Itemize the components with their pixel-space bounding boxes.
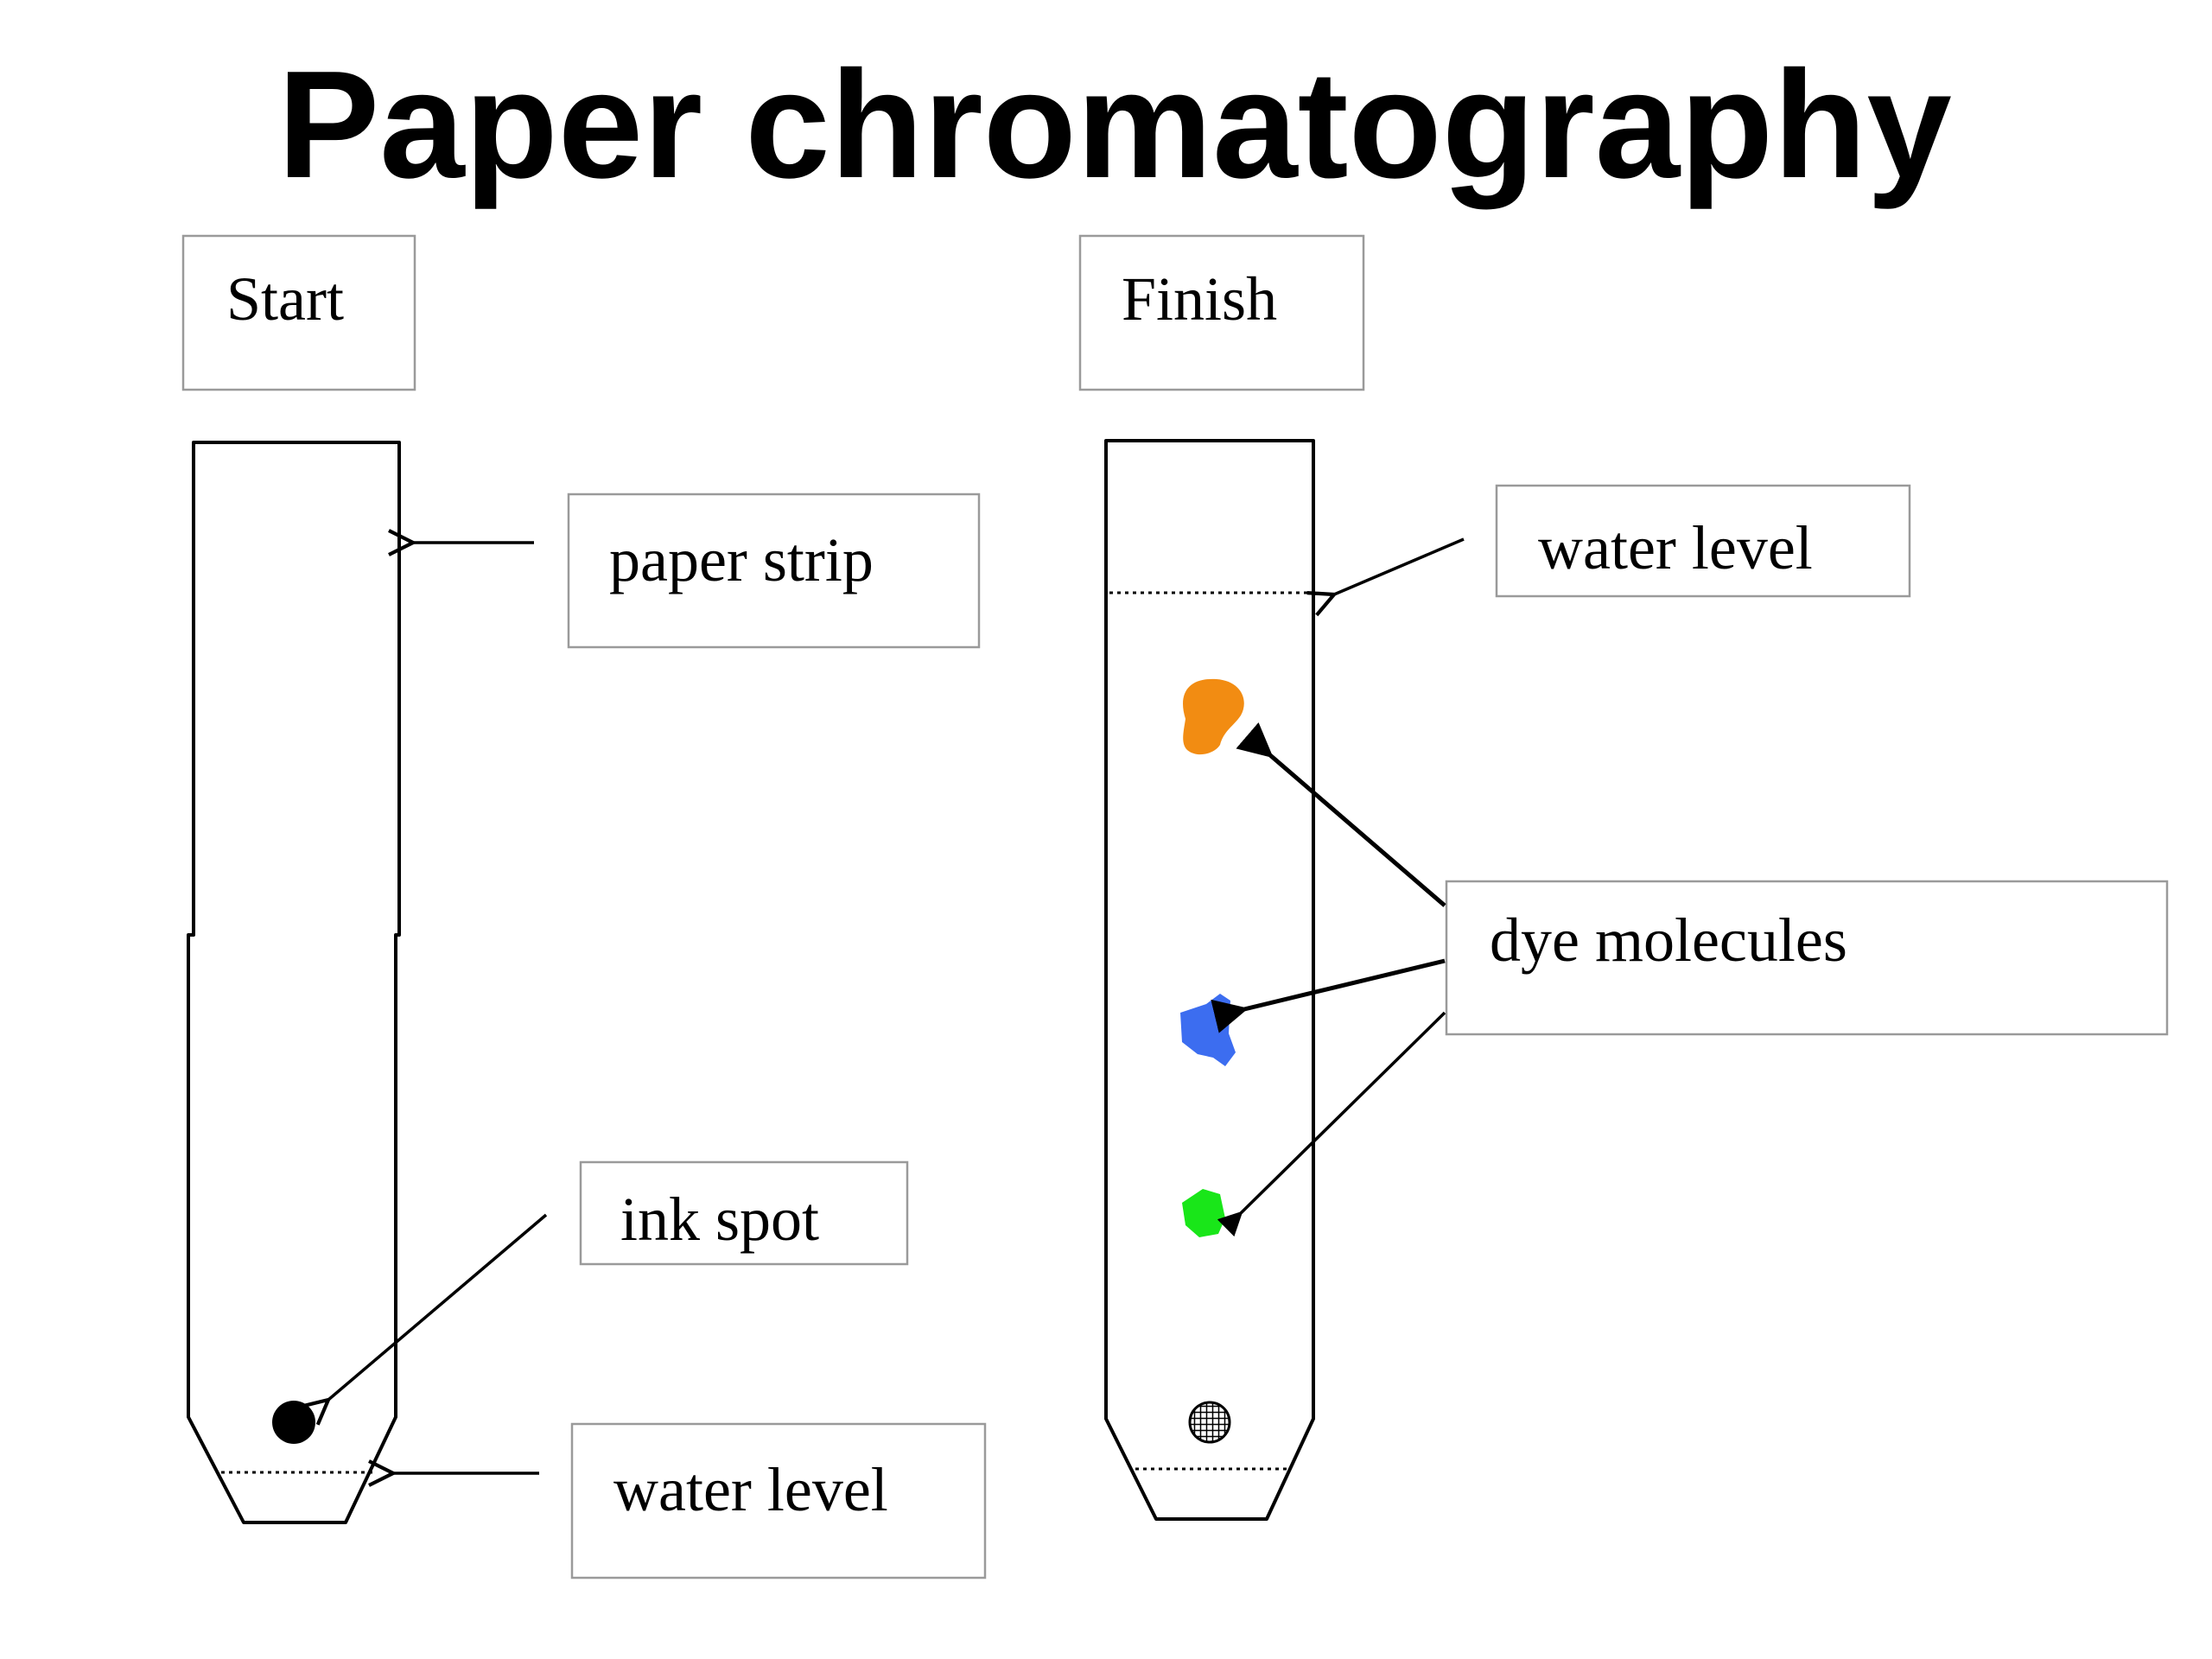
dye-arrow-blue <box>1211 958 1446 1033</box>
water-level-finish-arrow <box>1334 537 1465 594</box>
water-level-finish-label: water level <box>1538 513 1813 582</box>
orange-dye-spot <box>1183 678 1244 755</box>
dye-molecules-label: dye molecules <box>1490 906 1847 975</box>
water-level-start-label: water level <box>613 1455 888 1524</box>
finish-label: Finish <box>1122 264 1277 334</box>
paper-strip-label: paper strip <box>609 525 874 594</box>
ink-spot-dot <box>272 1401 315 1444</box>
ink-spot-label: ink spot <box>620 1185 819 1254</box>
green-dye-spot <box>1182 1189 1225 1237</box>
faded-spot <box>1188 1401 1231 1444</box>
start-header: Start <box>181 234 416 391</box>
page-title: Paper chromatography <box>277 39 1952 210</box>
paper-strip-callout: paper strip <box>413 493 981 649</box>
finish-paper-strip <box>1104 439 1315 1521</box>
dye-arrow-green <box>1217 1011 1446 1237</box>
finish-header: Finish <box>1078 234 1365 391</box>
water-level-start-callout: water level <box>393 1422 987 1580</box>
ink-spot-arrow <box>328 1213 548 1400</box>
blue-dye-spot <box>1180 994 1236 1066</box>
dye-arrow-orange <box>1236 722 1446 907</box>
water-level-finish-callout: water level <box>1334 484 1911 596</box>
start-paper-strip <box>187 441 401 1524</box>
ink-spot-callout: ink spot <box>328 1160 909 1400</box>
dye-molecules-callout: dye molecules <box>1211 722 2169 1237</box>
start-label: Start <box>226 264 344 334</box>
